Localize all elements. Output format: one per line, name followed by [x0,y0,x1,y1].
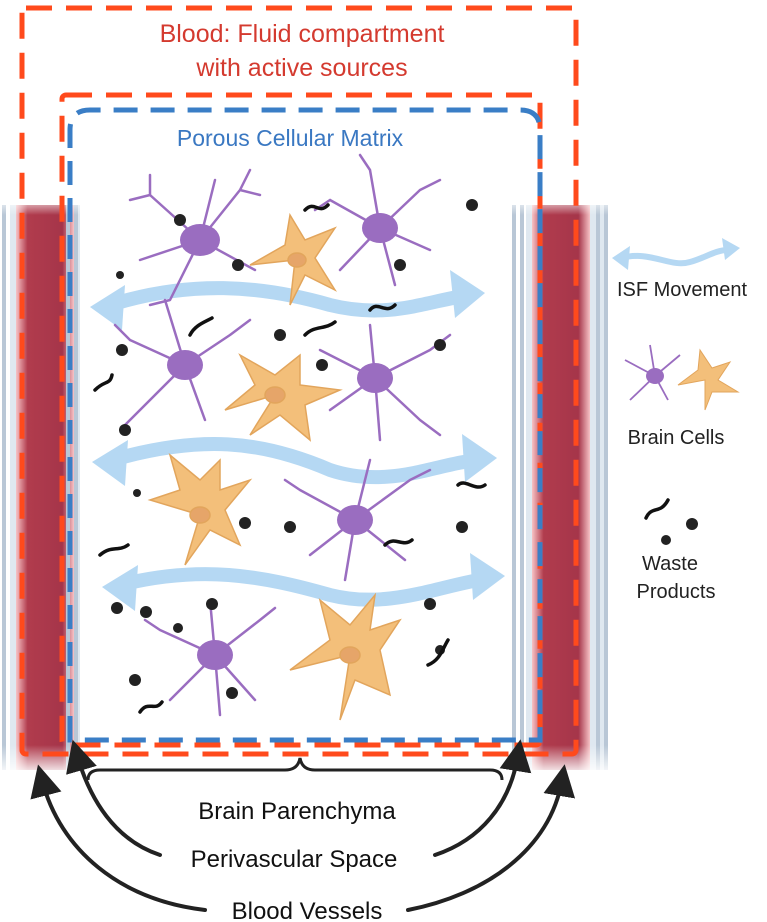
isf-arrowhead [92,440,128,486]
waste-particle [284,521,296,533]
isf-arrowhead [450,270,485,318]
waste-particle [173,623,183,633]
legend-astrocyte-icon [677,348,740,411]
waste-particle [232,259,244,271]
waste-strand [383,538,414,547]
neuron [113,298,252,427]
isf-arrow-2 [105,436,487,485]
blood-compartment-title-1: Blood: Fluid compartment [160,20,445,48]
waste-strand [138,700,164,714]
blood-vessels-label: Blood Vessels [232,898,383,922]
neuron [283,458,432,582]
isf-arrows [103,281,497,607]
waste-strand [303,320,337,337]
legend-isf-label: ISF Movement [617,279,747,301]
waste-particle [174,214,186,226]
perivascular-arrow-left [66,739,162,857]
waste-strand [188,316,214,337]
blood-compartment-title-2: with active sources [195,54,407,82]
waste-particle [226,687,238,699]
waste-particle [466,199,478,211]
legend-waste-label-2: Products [637,581,716,603]
waste-particle [456,521,468,533]
astrocyte [147,452,253,566]
waste-strand [426,638,450,667]
legend-cells-label: Brain Cells [628,427,725,449]
waste-strand [456,481,487,489]
vessel-arrow-right [406,764,576,912]
legend-waste-particle-icon [661,535,671,545]
waste-particle [206,598,218,610]
waste-products [111,199,478,699]
porous-matrix-label: Porous Cellular Matrix [177,125,404,151]
neuron [143,598,277,717]
isf-arrowhead [102,565,138,611]
waste-particle [111,602,123,614]
waste-strand [93,373,114,392]
waste-particle [116,344,128,356]
legend-waste-label-1: Waste [642,553,698,575]
legend: ISF Movement Brain Cells Waste Products [612,238,747,603]
blood-compartment-inner-box [59,92,543,748]
bottom-arrows [30,739,576,912]
waste-particle [274,329,286,341]
waste-strand [303,203,330,212]
right-blood-vessel [505,195,615,775]
blood-compartment-outer-box [19,5,579,757]
perivascular-space-label: Perivascular Space [191,846,398,873]
legend-neuron-icon [624,344,681,401]
waste-strand [368,303,397,312]
waste-particle [116,271,124,279]
isf-arrowhead [90,285,125,330]
waste-strands [93,203,487,714]
parenchyma-brace [86,757,504,781]
astrocyte [224,353,343,442]
astrocyte [289,592,402,721]
neuron [128,168,262,307]
legend-waste-particle-icon [686,518,698,530]
neurons [113,153,452,717]
isf-arrow-3 [113,567,497,607]
waste-particle [133,489,141,497]
vessel-arrow-left [30,764,207,912]
waste-particle [129,674,141,686]
isf-legend-arrow [619,247,731,267]
waste-particle [424,598,436,610]
isf-arrowhead [462,434,497,482]
isf-arrowhead [470,553,505,600]
waste-strand [98,543,130,557]
waste-particle [316,359,328,371]
astrocyte [249,212,338,306]
perivascular-arrow-right [433,739,532,857]
brain-parenchyma-label: Brain Parenchyma [198,798,396,825]
waste-particle [434,339,446,351]
waste-particle [119,424,131,436]
astrocytes [147,212,402,721]
waste-particle [239,517,251,529]
neuron [313,153,442,287]
waste-particle [140,606,152,618]
legend-waste-strand-icon [644,498,670,520]
neuron [318,323,452,442]
waste-particle [394,259,406,271]
